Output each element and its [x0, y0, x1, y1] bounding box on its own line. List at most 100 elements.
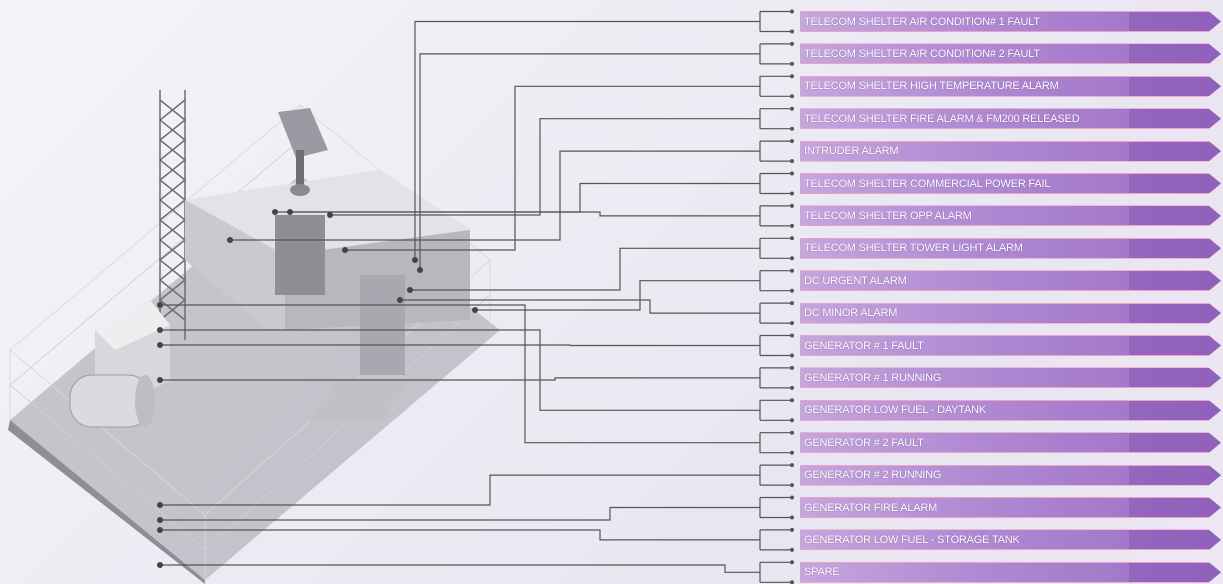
connector-wire — [160, 345, 730, 346]
connector-terminal — [790, 192, 794, 196]
connector-terminal — [790, 334, 794, 338]
connector-bracket — [730, 336, 790, 356]
connector-terminal — [790, 30, 794, 34]
connector-terminal — [790, 354, 794, 358]
connector-wire — [415, 22, 730, 261]
connector-terminal — [790, 451, 794, 455]
connector-bracket — [730, 530, 790, 550]
connector-terminal — [790, 172, 794, 176]
alarm-row[interactable]: TELECOM SHELTER COMMERCIAL POWER FAIL — [800, 173, 1221, 194]
fuel-tank — [70, 375, 155, 427]
sensor-point — [407, 287, 413, 293]
alarm-label: GENERATOR LOW FUEL - DAYTANK — [800, 404, 986, 416]
alarm-label: TELECOM SHELTER HIGH TEMPERATURE ALARM — [800, 80, 1059, 92]
connector-wire — [160, 565, 730, 572]
alarm-list: TELECOM SHELTER AIR CONDITION# 1 FAULT TE… — [800, 0, 1223, 584]
sensor-point — [157, 302, 163, 308]
alarm-label: DC MINOR ALARM — [800, 307, 897, 319]
connector-terminal — [790, 269, 794, 273]
connector-bracket — [730, 465, 790, 485]
connector-terminal — [790, 366, 794, 370]
connector-terminal — [790, 74, 794, 78]
connector-bracket — [730, 238, 790, 258]
alarm-label: GENERATOR # 2 FAULT — [800, 437, 924, 449]
connector-terminal — [790, 204, 794, 208]
connector-terminal — [790, 516, 794, 520]
connector-terminal — [790, 289, 794, 293]
alarm-row[interactable]: GENERATOR LOW FUEL - DAYTANK — [800, 400, 1221, 421]
sensor-point — [397, 297, 403, 303]
alarm-label: GENERATOR LOW FUEL - STORAGE TANK — [800, 534, 1020, 546]
sensor-point — [272, 209, 278, 215]
alarm-row[interactable]: TELECOM SHELTER TOWER LIGHT ALARM — [800, 238, 1221, 259]
connector-bracket — [730, 12, 790, 32]
alarm-bar — [800, 562, 1221, 583]
connector-terminal — [790, 127, 794, 131]
connector-terminal — [790, 548, 794, 552]
alarm-label: TELECOM SHELTER FIRE ALARM & FM200 RELEA… — [800, 113, 1079, 125]
alarm-row[interactable]: TELECOM SHELTER AIR CONDITION# 1 FAULT — [800, 11, 1221, 32]
connector-bracket — [730, 76, 790, 96]
sensor-point — [472, 307, 478, 313]
connector-terminal — [790, 236, 794, 240]
sensor-point — [157, 342, 163, 348]
connector-bracket — [730, 368, 790, 388]
sensor-point — [157, 562, 163, 568]
connector-terminal — [790, 496, 794, 500]
alarm-row[interactable]: DC URGENT ALARM — [800, 270, 1221, 291]
alarm-row[interactable]: TELECOM SHELTER OPP ALARM — [800, 205, 1221, 226]
alarm-row[interactable]: GENERATOR # 2 RUNNING — [800, 465, 1221, 486]
connector-terminal — [790, 580, 794, 584]
alarm-row[interactable]: INTRUDER ALARM — [800, 141, 1221, 162]
alarm-label: GENERATOR # 1 RUNNING — [800, 372, 941, 384]
alarm-label: GENERATOR FIRE ALARM — [800, 502, 937, 514]
alarm-row[interactable]: TELECOM SHELTER FIRE ALARM & FM200 RELEA… — [800, 108, 1221, 129]
sensor-point — [157, 327, 163, 333]
connector-terminal — [790, 224, 794, 228]
alarm-row[interactable]: DC MINOR ALARM — [800, 303, 1221, 324]
alarm-row[interactable]: GENERATOR FIRE ALARM — [800, 497, 1221, 518]
alarm-label: TELECOM SHELTER TOWER LIGHT ALARM — [800, 242, 1023, 254]
connector-terminal — [790, 139, 794, 143]
connector-terminal — [790, 159, 794, 163]
connector-terminal — [790, 431, 794, 435]
sensor-point — [157, 527, 163, 533]
connector-terminal — [790, 301, 794, 305]
connector-bracket — [730, 174, 790, 194]
connector-terminal — [790, 463, 794, 467]
connector-terminal — [790, 386, 794, 390]
alarm-row[interactable]: GENERATOR # 1 FAULT — [800, 335, 1221, 356]
alarm-row[interactable]: SPARE — [800, 562, 1221, 583]
alarm-row[interactable]: GENERATOR # 2 FAULT — [800, 432, 1221, 453]
connector-bracket — [730, 303, 790, 323]
sensor-point — [412, 257, 418, 263]
alarm-label: TELECOM SHELTER COMMERCIAL POWER FAIL — [800, 178, 1050, 190]
connector-terminal — [790, 528, 794, 532]
sensor-point — [157, 502, 163, 508]
connector-terminal — [790, 94, 794, 98]
alarm-label: DC URGENT ALARM — [800, 275, 907, 287]
alarm-row[interactable]: TELECOM SHELTER AIR CONDITION# 2 FAULT — [800, 43, 1221, 64]
alarm-row[interactable]: GENERATOR LOW FUEL - STORAGE TANK — [800, 529, 1221, 550]
alarm-label: SPARE — [800, 566, 839, 578]
sensor-point — [287, 209, 293, 215]
connector-bracket — [730, 206, 790, 226]
sensor-point — [342, 247, 348, 253]
alarm-row[interactable]: TELECOM SHELTER HIGH TEMPERATURE ALARM — [800, 76, 1221, 97]
connector-bracket — [730, 562, 790, 582]
alarm-label: GENERATOR # 2 RUNNING — [800, 469, 941, 481]
connector-bracket — [730, 433, 790, 453]
connector-bracket — [730, 498, 790, 518]
connector-bracket — [730, 44, 790, 64]
connector-wire — [475, 281, 730, 310]
connector-bracket — [730, 109, 790, 129]
sensor-point — [417, 267, 423, 273]
sensor-point — [227, 237, 233, 243]
alarm-row[interactable]: GENERATOR # 1 RUNNING — [800, 367, 1221, 388]
connector-terminal — [790, 398, 794, 402]
connector-terminal — [790, 107, 794, 111]
connector-terminal — [790, 483, 794, 487]
connector-terminal — [790, 256, 794, 260]
connector-bracket — [730, 141, 790, 161]
alarm-label: TELECOM SHELTER AIR CONDITION# 1 FAULT — [800, 16, 1040, 28]
